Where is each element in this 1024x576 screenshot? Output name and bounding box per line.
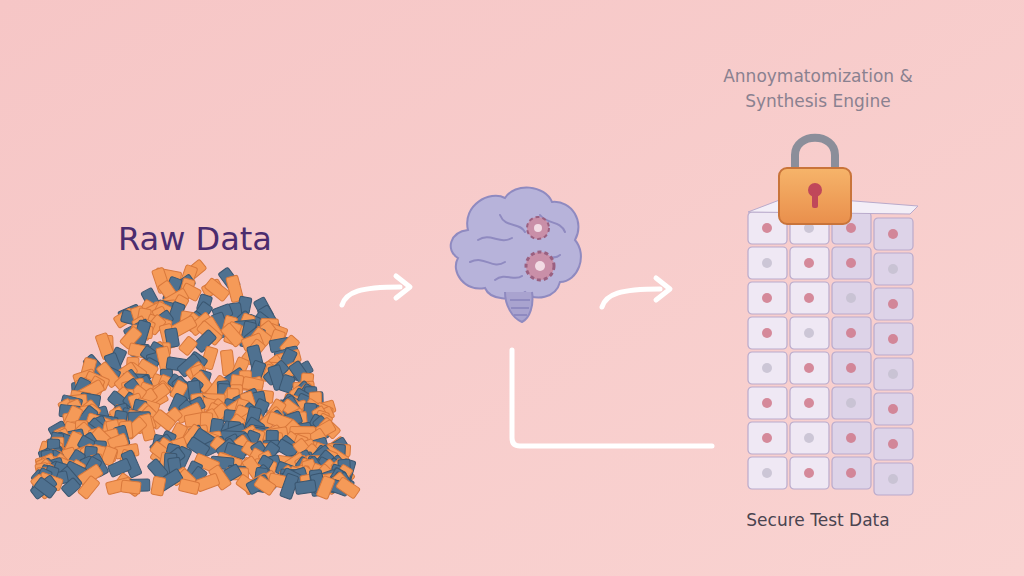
data-source: Raw Data xyxy=(70,216,320,262)
secure-data-tower xyxy=(748,196,918,495)
flow-arrow xyxy=(342,276,712,446)
padlock-icon xyxy=(779,138,851,224)
engine-heading: Annoymatomization & Synthesis Engine xyxy=(700,64,936,113)
node-label: Raw Data xyxy=(70,216,320,262)
secure-store: Annoymatomization & Synthesis EngineSecu… xyxy=(700,64,936,540)
node-label: Secure Test Data xyxy=(700,508,936,533)
brain-icon xyxy=(451,187,581,322)
raw-data-pile xyxy=(30,259,360,500)
